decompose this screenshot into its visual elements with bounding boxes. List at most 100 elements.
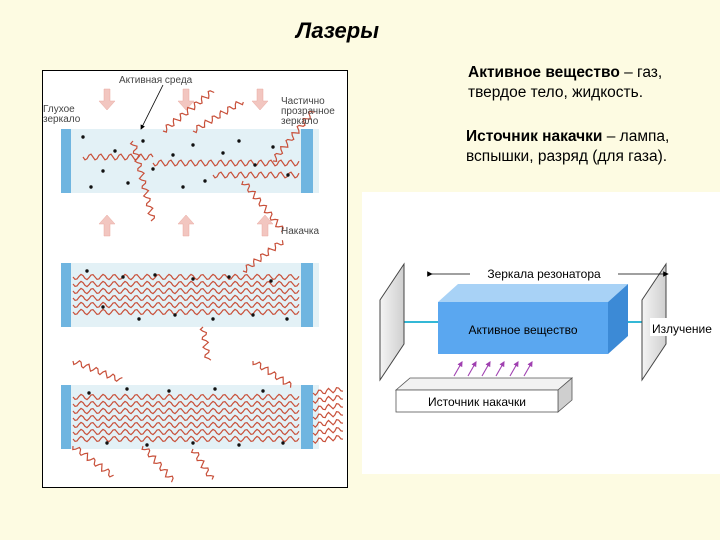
spontaneous-photon: [312, 435, 344, 445]
output-mirror-3: [301, 385, 313, 449]
atom-dot: [286, 173, 290, 177]
atom-dot: [105, 441, 109, 445]
photon-wave: [82, 153, 154, 161]
atom-dot: [213, 387, 217, 391]
radiation-label-bg: [650, 318, 720, 336]
spontaneous-photon: [199, 326, 212, 361]
atom-dot: [153, 273, 157, 277]
output-mirror-label-1: Частично: [281, 96, 325, 107]
atom-dot: [191, 441, 195, 445]
photon-wave: [72, 400, 300, 408]
rear-mirror-label-1: Глухое: [43, 104, 75, 115]
block-top: [438, 284, 628, 302]
spontaneous-photon: [141, 445, 174, 483]
atom-dot: [167, 389, 171, 393]
atom-dot: [281, 441, 285, 445]
active-medium-block-label: Активное вещество: [468, 323, 577, 337]
active-medium-term: Активное вещество: [468, 64, 620, 81]
rear-resonator-mirror: [379, 262, 405, 382]
atom-dot: [81, 135, 85, 139]
laser-operation-figure: Активная среда Глухое зеркало Частично п…: [42, 70, 348, 488]
atom-dot: [251, 313, 255, 317]
atom-dot: [101, 305, 105, 309]
pump-source-box-label: Источник накачки: [428, 395, 526, 409]
pump-source-description: Источник накачки – лампа, вспышки, разря…: [466, 127, 669, 167]
resonator-mirrors-label: Зеркала резонатора: [487, 267, 601, 281]
spontaneous-photon: [312, 403, 344, 413]
atom-dot: [85, 269, 89, 273]
atom-dot: [181, 185, 185, 189]
atom-dot: [269, 279, 273, 283]
spontaneous-photon: [192, 100, 244, 134]
photon-wave: [72, 393, 300, 401]
laser-tube-2: [67, 263, 319, 327]
photon-wave: [72, 421, 300, 429]
active-medium-label: Активная среда: [119, 75, 193, 86]
spontaneous-photon: [129, 140, 156, 222]
atom-dot: [87, 391, 91, 395]
atom-dot: [151, 167, 155, 171]
atom-dot: [237, 139, 241, 143]
spontaneous-photon: [190, 448, 215, 480]
photon-wave: [72, 301, 300, 309]
active-medium-pointer: [140, 84, 164, 130]
spontaneous-photon: [162, 90, 215, 133]
spontaneous-photon: [272, 110, 315, 162]
atom-dot: [237, 443, 241, 447]
rear-mirror-3: [61, 385, 71, 449]
atom-dot: [271, 145, 275, 149]
atom-dot: [145, 443, 149, 447]
pump-arrows-top: [98, 88, 269, 111]
pump-source-text-1: – лампа,: [602, 128, 670, 145]
pumping-label: Накачка: [281, 226, 320, 237]
atoms: [81, 135, 290, 447]
atom-dot: [261, 389, 265, 393]
spontaneous-photon: [242, 240, 284, 274]
page-title: Лазеры: [296, 18, 380, 43]
pump-source-term: Источник накачки: [466, 128, 603, 145]
output-mirror-2: [301, 263, 313, 327]
atom-dot: [203, 179, 207, 183]
active-medium-text-2: твердое тело, жидкость.: [468, 84, 643, 101]
atom-dot: [101, 169, 105, 173]
rear-mirror-1: [61, 129, 71, 193]
rear-mirror-label-2: зеркало: [43, 114, 81, 125]
photon-wave: [72, 407, 300, 415]
photon-wave: [212, 171, 300, 179]
atom-dot: [227, 275, 231, 279]
output-mirror-label-2: прозрачное: [281, 106, 335, 117]
atom-dot: [113, 149, 117, 153]
atom-dot: [137, 317, 141, 321]
spontaneous-photon: [252, 360, 292, 388]
photon-wave: [72, 414, 300, 422]
photon-wave: [72, 273, 300, 281]
active-medium-description: Активное вещество – газ, твердое тело, ж…: [468, 63, 662, 103]
atom-dot: [191, 277, 195, 281]
output-mirror-1: [301, 129, 313, 193]
atom-dot: [89, 185, 93, 189]
photon-wave: [72, 294, 300, 302]
pump-source-box: [395, 389, 559, 413]
spontaneous-photon: [241, 180, 284, 233]
atom-dot: [125, 387, 129, 391]
active-medium-block: [438, 302, 608, 354]
spontaneous-photon: [312, 395, 344, 405]
atom-dot: [211, 317, 215, 321]
spontaneous-photon: [72, 360, 123, 382]
radiation-label: Излучение: [652, 322, 712, 336]
spontaneous-photon: [312, 419, 344, 429]
atom-dot: [285, 317, 289, 321]
pump-arrows-bottom: [98, 214, 274, 237]
photon-wave: [152, 159, 300, 167]
output-mirror-label-3: зеркало: [281, 116, 319, 127]
photon-waves: [72, 90, 344, 483]
atom-dot: [191, 143, 195, 147]
photon-wave: [72, 287, 300, 295]
atom-dot: [141, 139, 145, 143]
spontaneous-photon: [312, 387, 344, 397]
atom-dot: [126, 181, 130, 185]
spontaneous-photon: [312, 427, 344, 437]
pump-source-text-2: вспышки, разряд (для газа).: [466, 148, 668, 165]
atom-dot: [253, 163, 257, 167]
atom-dot: [171, 153, 175, 157]
